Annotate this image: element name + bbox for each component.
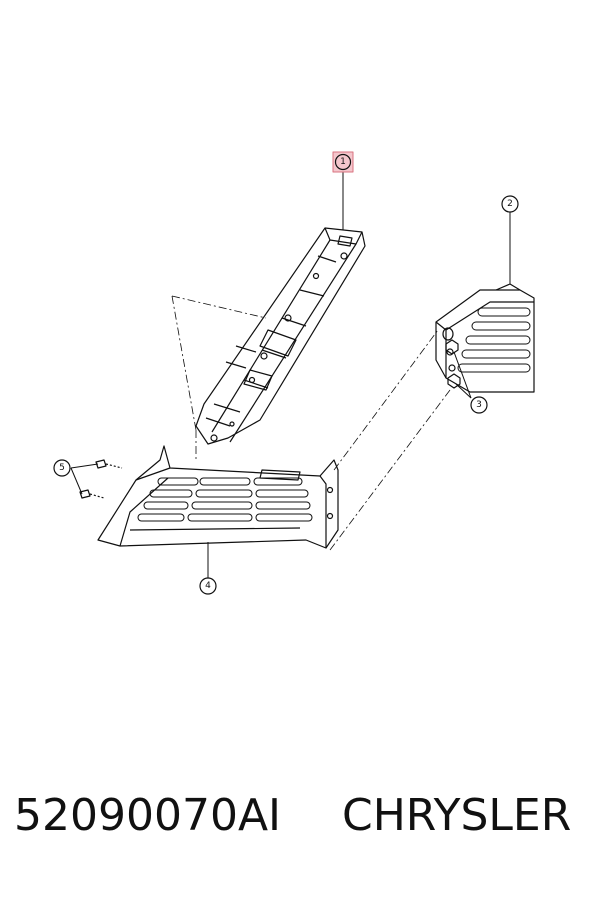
parts-diagram: 1 2 3 4 5 — [53, 151, 535, 595]
callout-1 — [332, 151, 354, 173]
part-bolts-right — [445, 339, 461, 389]
leader-lines — [70, 172, 511, 578]
part-number: 52090070AI — [14, 790, 282, 841]
callout-3-label: 3 — [476, 400, 482, 410]
callout-1-label: 1 — [340, 157, 346, 167]
brand-name: CHRYSLER — [342, 790, 572, 841]
callout-4 — [199, 577, 217, 595]
part-rail-bracket — [195, 227, 366, 445]
callout-2-label: 2 — [507, 199, 513, 209]
footer: 52090070AI CHRYSLER — [0, 790, 600, 880]
part-bolts-left — [79, 459, 123, 499]
assembly-guide-lines — [171, 295, 451, 551]
part-right-skid-plate — [435, 283, 535, 393]
callout-5 — [53, 459, 71, 477]
callout-5-label: 5 — [59, 463, 65, 473]
part-left-skid-plate — [97, 445, 339, 549]
callout-3 — [470, 396, 488, 414]
callout-2 — [501, 195, 519, 213]
callout-4-label: 4 — [205, 581, 211, 591]
